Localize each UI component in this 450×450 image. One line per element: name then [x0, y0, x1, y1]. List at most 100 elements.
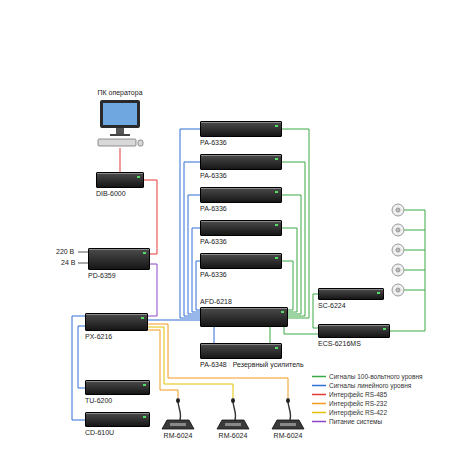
voltage-label: 220 В: [56, 247, 74, 256]
speaker-symbol: [392, 244, 404, 256]
device-node: PA-6336: [200, 154, 282, 180]
label-group: RM-6024: [219, 431, 248, 440]
device-label: ПК оператора: [97, 88, 142, 97]
mic-keys: [280, 423, 296, 426]
microphone-icon: [158, 398, 198, 430]
power-lead: [78, 263, 88, 264]
rack-unit: [85, 412, 150, 427]
device-node: PA-6348Резервный усилитель: [200, 343, 304, 369]
rack-unit: [318, 324, 390, 338]
label-group: TU-6200: [85, 396, 112, 405]
legend-text: Питание системы: [329, 417, 382, 426]
legend-line: [312, 390, 326, 399]
device-label: RM-6024: [274, 431, 303, 440]
speaker-symbol: [392, 204, 404, 216]
label-group: ECS-6216MS: [318, 339, 361, 348]
legend: Сигналы 100-вольтного уровняСигналы лине…: [312, 372, 423, 426]
speaker-cone: [396, 288, 400, 292]
device-node: ECS-6216MS: [318, 324, 390, 348]
monitor-screen: [103, 103, 137, 125]
connector: [270, 327, 271, 343]
legend-row: Интерфейс RS-485: [312, 390, 423, 399]
label-group: RM-6024: [274, 431, 303, 440]
device-node: PA-6336: [200, 187, 282, 213]
device-label: SC-6224: [318, 301, 346, 310]
gooseneck: [178, 401, 181, 420]
label-row: PA-6348Резервный усилитель: [200, 360, 304, 369]
status-led: [143, 416, 146, 418]
voltage-label: 24 В: [61, 258, 75, 267]
legend-text: Сигналы линейного уровня: [329, 381, 411, 390]
label-group: AFD-6218: [200, 297, 232, 306]
connector: [120, 148, 121, 172]
rack-unit: [85, 313, 148, 331]
device-label: RM-6024: [219, 431, 248, 440]
monitor-base: [110, 134, 130, 136]
connector: [78, 326, 85, 388]
power-inputs: [78, 252, 88, 263]
connector: [282, 261, 293, 310]
connector: [282, 129, 309, 318]
legend-line: [312, 417, 326, 426]
device-label: TU-6200: [85, 396, 112, 405]
legend-row: Сигналы 100-вольтного уровня: [312, 372, 423, 381]
legend-line-sample: [312, 394, 326, 396]
status-led: [275, 191, 278, 193]
microphone-icon: [268, 398, 308, 430]
device-node: RM-6024: [158, 398, 198, 440]
speaker-cone: [396, 268, 400, 272]
device-node: PA-6336: [200, 121, 282, 147]
label-group: PD-6359: [88, 271, 116, 280]
device-label: PD-6359: [88, 271, 116, 280]
legend-line: [312, 399, 326, 408]
connector: [192, 228, 200, 312]
legend-text: Интерфейс RS-422: [329, 408, 387, 417]
label-group: PX-6216: [85, 332, 112, 341]
device-label: PA-6348: [200, 360, 227, 369]
device-node: PA-6336: [200, 253, 282, 279]
speaker-wire: [390, 210, 425, 331]
status-led: [275, 158, 278, 160]
device-node: PD-6359: [88, 248, 150, 280]
gooseneck: [233, 401, 236, 420]
rack-unit: [88, 248, 150, 270]
speaker-symbol: [392, 264, 404, 276]
mic-base: [217, 420, 249, 429]
legend-line: [312, 408, 326, 417]
device-label: AFD-6218: [200, 297, 232, 306]
label-group: CD-610U: [85, 428, 114, 437]
device-node: AFD-6218: [200, 297, 288, 327]
amplifier-unit: [200, 253, 282, 269]
device-label: PA-6336: [200, 171, 227, 180]
legend-text: Интерфейс RS-232: [329, 399, 387, 408]
legend-row: Сигналы линейного уровня: [312, 381, 423, 390]
mic-keys: [170, 423, 186, 426]
device-label: PA-6336: [200, 138, 227, 147]
mic-head: [176, 398, 180, 403]
device-node: DIB-6000: [96, 172, 144, 198]
microphone-icon: [213, 398, 253, 430]
mic-head: [286, 398, 290, 403]
connector: [148, 327, 233, 398]
keyboard: [98, 139, 136, 146]
label-group: ПК оператора: [97, 88, 142, 97]
connector: [214, 327, 215, 343]
status-led: [137, 176, 140, 178]
label-group: PA-6336: [200, 270, 227, 279]
device-node: RM-6024: [213, 398, 253, 440]
speaker-symbol: [392, 224, 404, 236]
amplifier-unit: [200, 154, 282, 170]
device-label: CD-610U: [85, 428, 114, 437]
rack-unit: [318, 288, 384, 300]
speaker-wire: [404, 210, 425, 290]
device-label: PA-6336: [200, 237, 227, 246]
status-led: [143, 252, 146, 254]
speaker-cone: [396, 248, 400, 252]
amplifier-unit: [200, 343, 282, 359]
mouse: [138, 140, 143, 146]
connector: [184, 162, 200, 316]
device-node: CD-610U: [85, 412, 150, 437]
computer-icon: [94, 98, 146, 148]
speaker-cone: [396, 228, 400, 232]
